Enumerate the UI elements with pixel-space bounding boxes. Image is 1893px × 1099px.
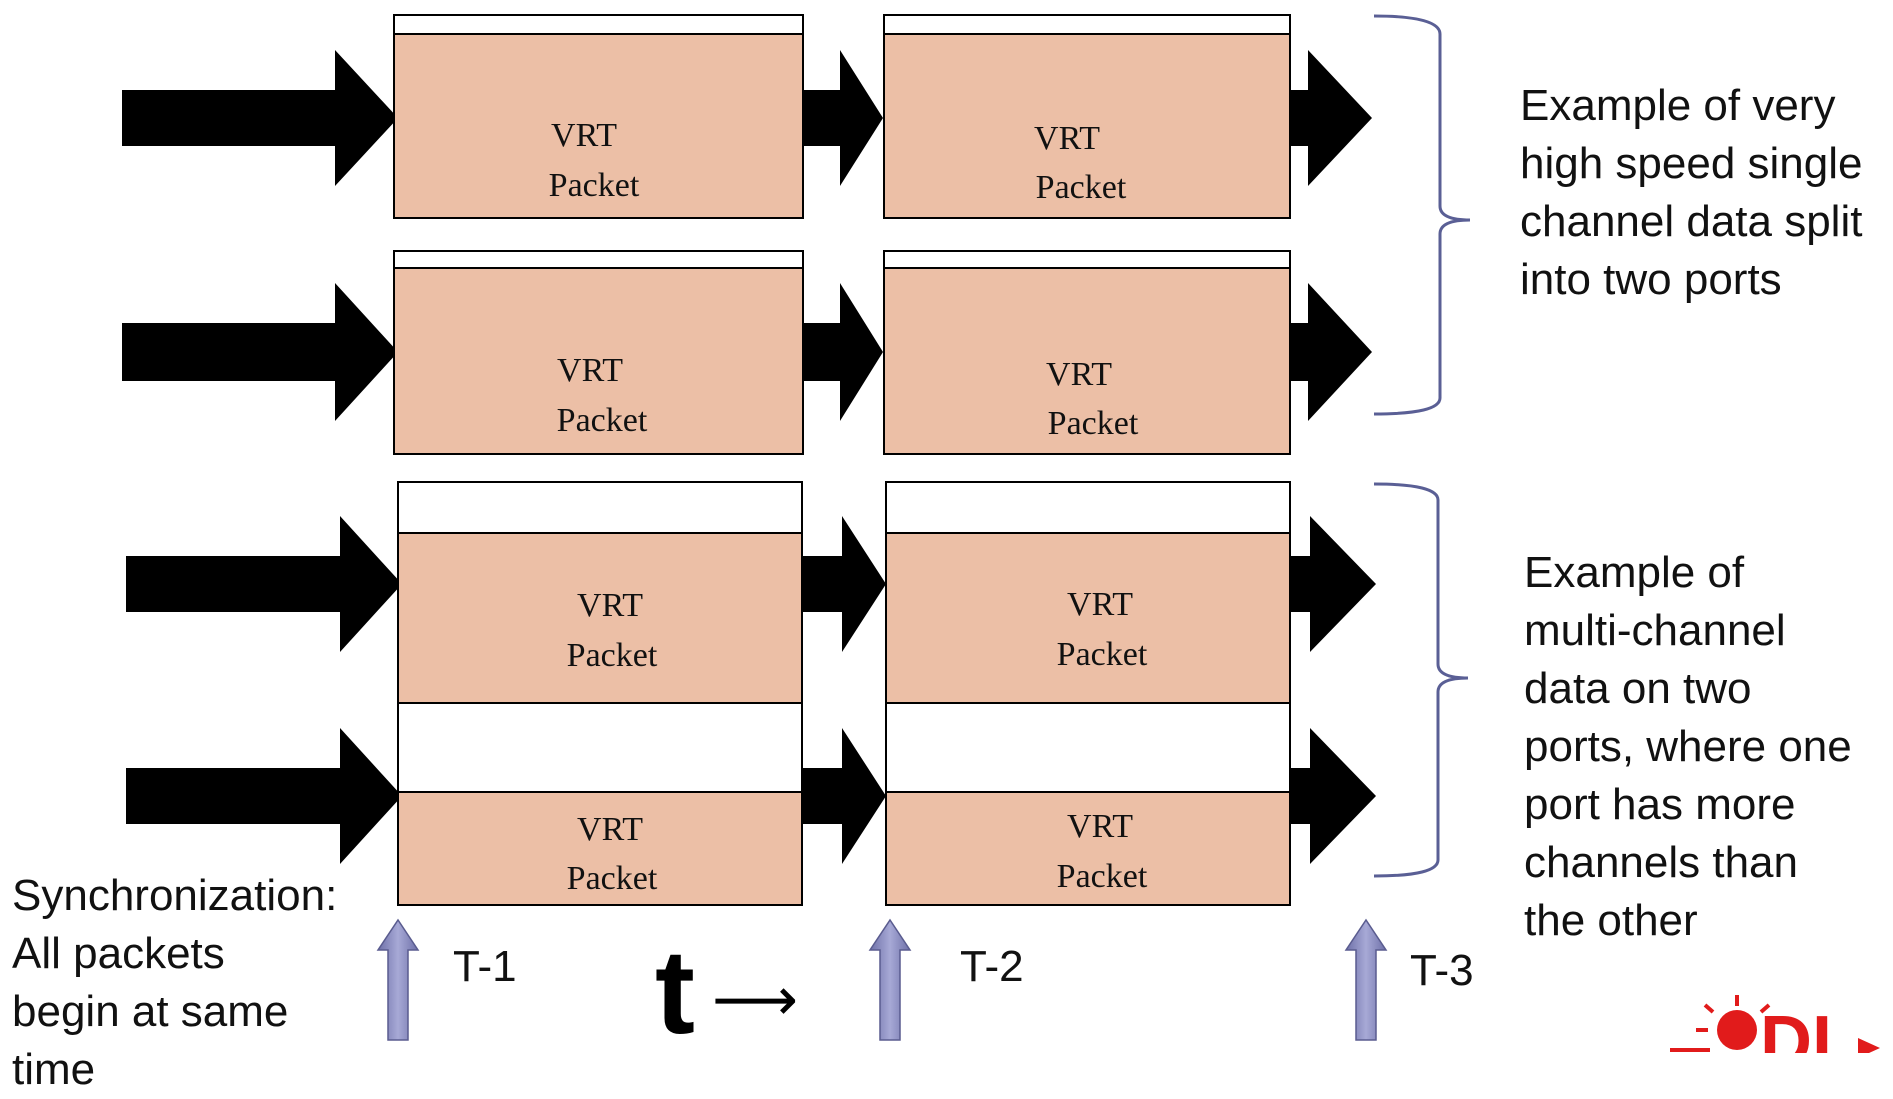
sync-note-line: All packets	[12, 929, 225, 978]
packet-header	[397, 702, 803, 793]
time-marker-arrow-2	[868, 918, 912, 1041]
link-arrow-3a	[802, 516, 886, 652]
time-axis-arrow: ⟶	[712, 965, 799, 1035]
input-arrow-1	[122, 50, 398, 186]
port-row-4: VRT Packet VRT Packet	[126, 702, 1376, 906]
annotation-bottom: Example of multi-channel data on two por…	[1524, 544, 1852, 950]
output-arrow-4	[1288, 728, 1376, 864]
input-arrow-2	[122, 283, 398, 421]
vrt-packet-2a: VRT Packet	[393, 250, 804, 455]
packet-header	[883, 250, 1291, 269]
time-marker-arrow-3	[1344, 918, 1388, 1041]
annotation-bottom-line: multi-channel	[1524, 606, 1786, 655]
sync-note-line: time	[12, 1045, 96, 1094]
packet-label-line2: Packet	[1057, 636, 1148, 673]
vrt-packet-4a: VRT Packet	[397, 702, 803, 906]
packet-label-line1: VRT	[577, 811, 643, 848]
annotation-top-line: high speed single	[1520, 139, 1863, 188]
packet-label-line2: Packet	[567, 637, 658, 674]
packet-label-line2: Packet	[549, 167, 640, 204]
vrt-packet-2b: VRT Packet	[883, 250, 1291, 455]
annotation-top-line: into two ports	[1520, 255, 1782, 304]
company-logo: DI	[1670, 995, 1880, 1053]
link-arrow-4a	[802, 728, 886, 864]
input-arrow-4	[126, 728, 402, 864]
annotation-top-line: Example of very	[1520, 81, 1836, 130]
packet-timing-diagram: VRT Packet VRT Packet VRT Packet VRT Pac…	[122, 14, 1880, 1053]
vrt-packet-3b: VRT Packet	[885, 481, 1291, 720]
annotation-bottom-line: port has more	[1524, 780, 1796, 829]
packet-label-line1: VRT	[551, 117, 617, 154]
packet-label-line1: VRT	[1034, 120, 1100, 157]
packet-label-line1: VRT	[557, 352, 623, 389]
vrt-packet-1a: VRT Packet	[393, 14, 804, 219]
vrt-packet-4b: VRT Packet	[885, 702, 1291, 906]
time-label-t3: T-3	[1410, 946, 1474, 995]
packet-header	[397, 481, 803, 534]
annotation-top: Example of very high speed single channe…	[1520, 77, 1862, 309]
sync-note-line: Synchronization:	[12, 871, 338, 920]
link-arrow-1a	[800, 50, 883, 186]
annotation-bottom-line: Example of	[1524, 548, 1745, 597]
annotation-bottom-line: the other	[1524, 896, 1698, 945]
brace-bottom	[1373, 482, 1469, 878]
packet-header	[885, 481, 1291, 534]
packet-header	[883, 14, 1291, 35]
packet-label-line1: VRT	[1067, 808, 1133, 845]
time-axis-symbol: t	[655, 925, 695, 1059]
packet-label-line2: Packet	[557, 402, 648, 439]
vrt-packet-3a: VRT Packet	[397, 481, 803, 720]
packet-label-line2: Packet	[1048, 405, 1139, 442]
sync-note-line: begin at same	[12, 987, 289, 1036]
time-marker-arrow-1	[376, 918, 420, 1041]
output-arrow-3	[1288, 516, 1376, 652]
time-label-t2: T-2	[960, 942, 1024, 991]
output-arrow-1	[1288, 50, 1372, 186]
output-arrow-2	[1288, 283, 1372, 421]
port-row-3: VRT Packet VRT Packet	[126, 481, 1376, 720]
port-row-2: VRT Packet VRT Packet	[122, 250, 1372, 455]
link-arrow-2a	[800, 283, 883, 421]
annotation-bottom-line: ports, where one	[1524, 722, 1852, 771]
vrt-packet-1b: VRT Packet	[883, 14, 1291, 219]
packet-label-line1: VRT	[577, 587, 643, 624]
packet-label-line1: VRT	[1046, 356, 1112, 393]
packet-label-line2: Packet	[567, 860, 658, 897]
port-row-1: VRT Packet VRT Packet	[122, 14, 1372, 219]
packet-label-line1: VRT	[1067, 586, 1133, 623]
packet-header	[885, 702, 1291, 793]
annotation-top-line: channel data split	[1520, 197, 1863, 246]
sync-note: Synchronization: All packets begin at sa…	[12, 867, 337, 1099]
logo-text: DI	[1760, 1002, 1832, 1053]
packet-header	[393, 14, 804, 35]
annotation-bottom-line: channels than	[1524, 838, 1798, 887]
packet-label-line2: Packet	[1057, 858, 1148, 895]
time-label-t1: T-1	[453, 942, 517, 991]
annotation-bottom-line: data on two	[1524, 664, 1752, 713]
packet-label-line2: Packet	[1036, 169, 1127, 206]
input-arrow-3	[126, 516, 402, 652]
brace-top	[1373, 14, 1471, 416]
packet-header	[393, 250, 804, 269]
